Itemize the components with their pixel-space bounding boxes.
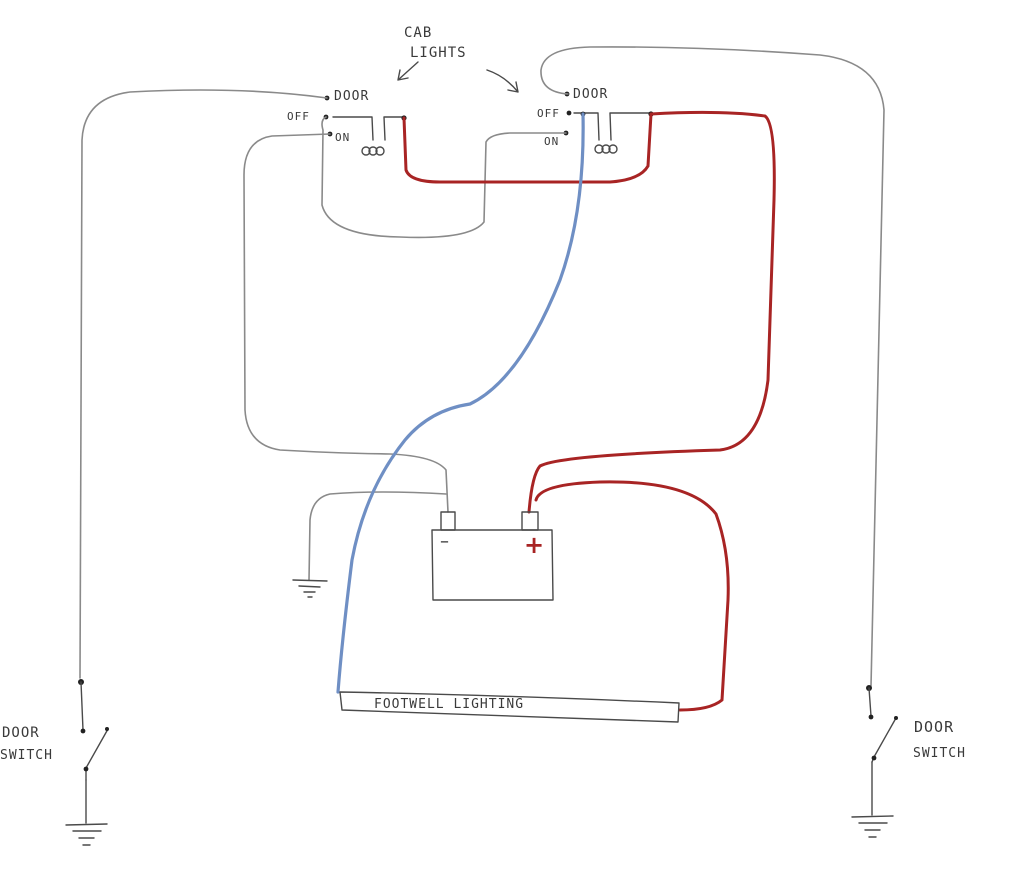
right-switch-wiper: [573, 112, 600, 141]
battery-negative-sign: –: [440, 531, 449, 552]
right-switch-lamp-lead: [609, 112, 651, 141]
left-door-switch-label-line2: SWITCH: [0, 748, 53, 763]
right-door-switch-contact: [868, 687, 897, 763]
left-switch-door-label: DOOR: [334, 89, 369, 104]
left-cab-switch: DOOR OFF ON: [287, 89, 407, 156]
battery-positive-wire: [402, 110, 776, 514]
cab-lights-label-line2: LIGHTS: [410, 45, 467, 61]
battery-body: [431, 529, 554, 601]
cab-lights-label-line1: CAB: [404, 25, 432, 41]
battery-negative-wire: [243, 133, 449, 513]
switch-on-crossover-wire: [321, 116, 567, 239]
right-switch-off-label: OFF: [537, 107, 560, 120]
footwell-lighting-label: FOOTWELL LIGHTING: [374, 697, 524, 712]
right-switch-door-label: DOOR: [573, 87, 608, 102]
arrow-to-left-switch: [397, 61, 419, 81]
footwell-positive-wire: [534, 480, 730, 712]
right-ground-icon: [851, 761, 894, 838]
battery-negative-post: [440, 511, 456, 531]
left-ground-icon: [65, 779, 108, 846]
right-cab-switch: DOOR OFF ON: [537, 87, 654, 154]
left-switch-lamp-lead: [383, 116, 403, 141]
battery: – +: [431, 511, 554, 601]
footwell-strip-body: [339, 691, 680, 723]
left-switch-wiper: [332, 116, 374, 141]
ground-wire: [308, 491, 447, 581]
left-door-switch-wire: [79, 89, 328, 679]
right-switch-off-terminal: [566, 110, 572, 116]
right-door-switch-wire: [540, 46, 885, 687]
arrow-to-right-switch: [486, 69, 519, 93]
right-door-switch-label-line2: SWITCH: [913, 746, 966, 761]
left-cab-lamp-icon: [361, 146, 385, 156]
footwell-switched-wire: [336, 112, 585, 694]
left-door-switch-label-line1: DOOR: [2, 725, 40, 741]
battery-ground-icon: [292, 579, 328, 598]
right-door-switch-label-line1: DOOR: [914, 718, 954, 736]
right-switch-on-label: ON: [544, 135, 559, 148]
battery-positive-sign: +: [524, 531, 544, 559]
left-switch-on-label: ON: [335, 131, 350, 144]
right-door-switch: DOOR SWITCH: [866, 685, 966, 763]
battery-positive-post: [521, 511, 539, 531]
left-switch-off-label: OFF: [287, 110, 310, 123]
left-door-switch: DOOR SWITCH: [0, 679, 109, 781]
footwell-lighting-strip: FOOTWELL LIGHTING: [339, 691, 680, 723]
right-cab-lamp-icon: [594, 144, 618, 154]
